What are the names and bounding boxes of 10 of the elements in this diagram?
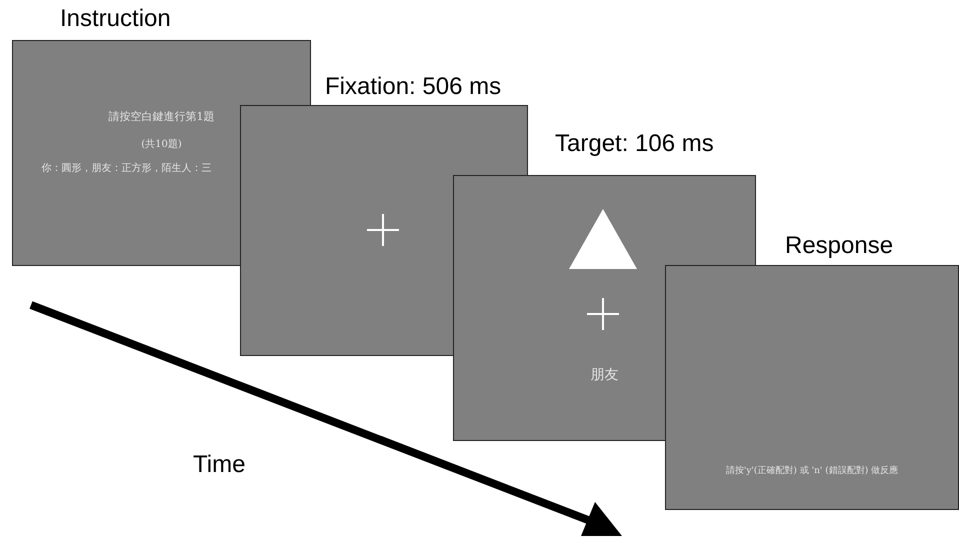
screen-text: 朋友 [590,366,620,384]
screen-heading: Fixation: 506 ms [325,73,502,101]
screen-heading: Target: 106 ms [555,130,714,158]
screen-heading: Instruction [60,5,171,33]
screen-heading: Response [785,232,894,260]
screen-text: 請按空白鍵進行第1題 [108,109,216,124]
screen-text: 你：圓形，朋友：正方形，陌生人：三 [40,162,212,175]
axis-label: Time [193,451,246,479]
screen-text: 請按'y'(正確配對) 或 'n' (錯誤配對) 做反應 [724,464,900,477]
screen-text: (共10題) [140,138,183,151]
